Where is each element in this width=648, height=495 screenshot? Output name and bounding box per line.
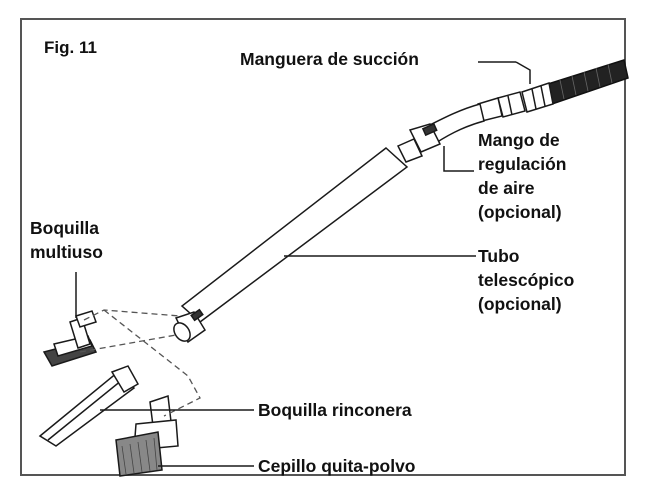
telescopic-tube-drawing — [173, 147, 409, 344]
label-line: regulación — [478, 154, 567, 174]
multipurpose-nozzle-drawing — [42, 310, 98, 367]
label-air-regulation-handle: Mango de regulación de aire (opcional) — [478, 128, 567, 224]
label-line: telescópico — [478, 270, 575, 290]
label-line: (opcional) — [478, 202, 562, 222]
figure-title: Fig. 11 — [44, 38, 97, 57]
label-suction-hose: Manguera de succión — [240, 49, 419, 69]
label-line: (opcional) — [478, 294, 562, 314]
curved-wand-drawing — [396, 103, 485, 163]
dusting-brush-drawing — [115, 394, 179, 477]
assembly-guide-lines — [79, 309, 201, 417]
label-multipurpose-nozzle: Boquilla multiuso — [30, 216, 103, 264]
leader-lines — [75, 61, 531, 467]
label-line: Boquilla — [30, 218, 100, 238]
label-line: Mango de — [478, 130, 560, 150]
label-telescopic-tube: Tubo telescópico (opcional) — [478, 244, 574, 316]
hose-connector-drawing — [477, 82, 554, 122]
crevice-tool-drawing — [38, 365, 140, 447]
label-line: Tubo — [478, 246, 520, 266]
label-dusting-brush: Cepillo quita-polvo — [258, 456, 416, 476]
label-line: multiuso — [30, 242, 103, 262]
label-line: de aire — [478, 178, 535, 198]
suction-hose-drawing — [547, 59, 629, 105]
label-crevice-tool: Boquilla rinconera — [258, 400, 412, 420]
